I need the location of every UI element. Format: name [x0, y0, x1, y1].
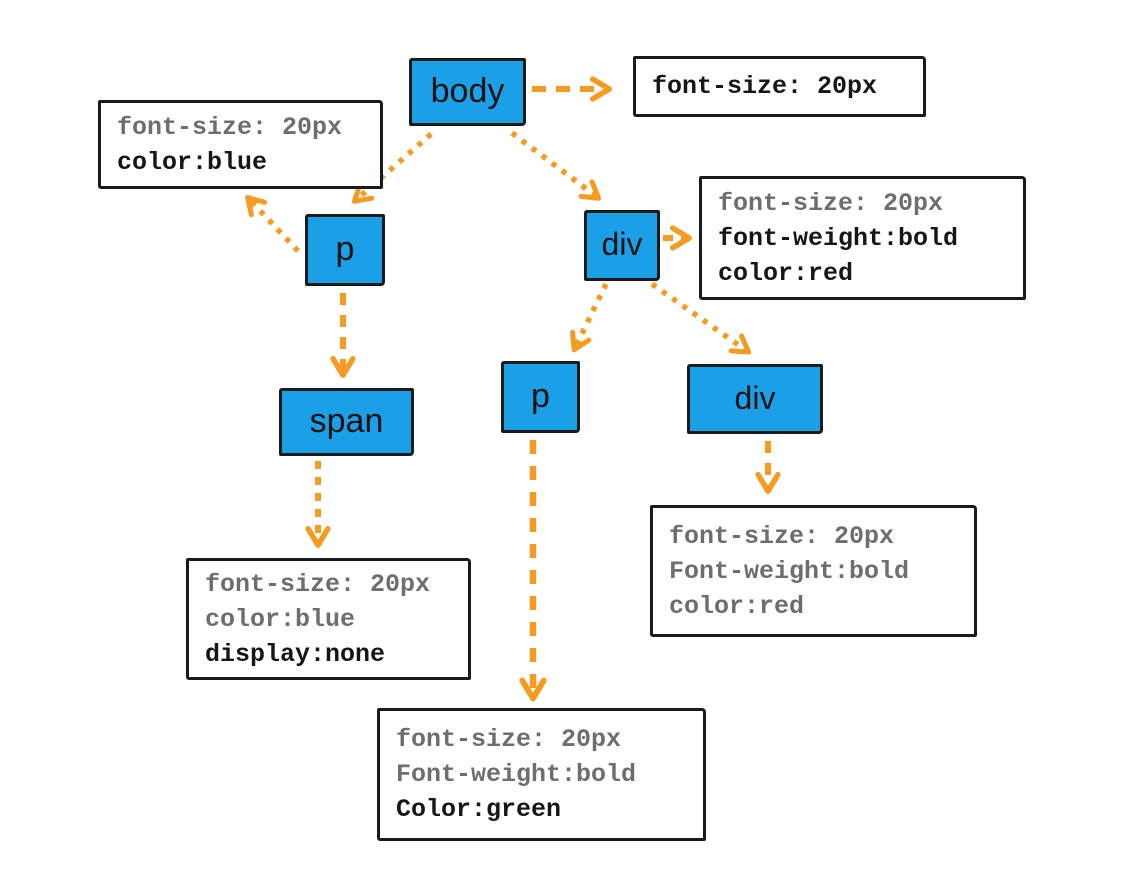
node-p-left-label: p — [335, 229, 355, 268]
edge-body-to-div-arrow — [510, 130, 602, 201]
node-div-parent-label: div — [601, 226, 643, 262]
rules-p-left: font-size: 20px color:blue — [98, 100, 383, 189]
node-div-parent: div — [584, 210, 660, 281]
rule-line: color:blue — [117, 147, 268, 177]
node-div-child: div — [687, 364, 823, 434]
node-span-label: span — [309, 401, 384, 440]
rule-line: color:blue — [205, 604, 356, 634]
edge-div-to-p2-arrow — [570, 282, 609, 353]
node-p-middle: p — [501, 361, 580, 433]
node-p-left: p — [305, 214, 385, 286]
rule-line: Font-weight:bold — [396, 760, 637, 789]
rule-line: Font-weight:bold — [669, 556, 910, 586]
node-span: span — [279, 388, 414, 456]
rule-line: color:red — [669, 591, 805, 621]
rule-line: font-size: 20px — [117, 112, 343, 142]
node-body: body — [409, 58, 526, 126]
rule-line: Color:green — [396, 795, 562, 824]
rule-line: font-size: 20px — [669, 521, 895, 551]
node-div-child-label: div — [734, 379, 776, 416]
rule-line: font-weight:bold — [718, 223, 959, 253]
rule-line: font-size: 20px — [205, 569, 431, 599]
node-p-middle-label: p — [531, 376, 550, 415]
rule-line: font-size: 20px — [396, 725, 622, 754]
rule-line: font-size: 20px — [718, 188, 944, 218]
rule-line: color:red — [718, 258, 854, 288]
rules-span: font-size: 20px color:blue display:none — [186, 558, 471, 680]
edge-p-to-rules-p-arrow — [245, 195, 301, 253]
rules-div-child: font-size: 20px Font-weight:bold color:r… — [650, 505, 977, 637]
rule-line: display:none — [205, 639, 386, 669]
rule-line: font-size: 20px — [652, 72, 878, 101]
rules-div-parent: font-size: 20px font-weight:bold color:r… — [699, 176, 1026, 300]
node-body-label: body — [430, 71, 505, 110]
rules-body: font-size: 20px — [633, 56, 926, 117]
rules-p-middle: font-size: 20px Font-weight:bold Color:g… — [377, 708, 706, 841]
